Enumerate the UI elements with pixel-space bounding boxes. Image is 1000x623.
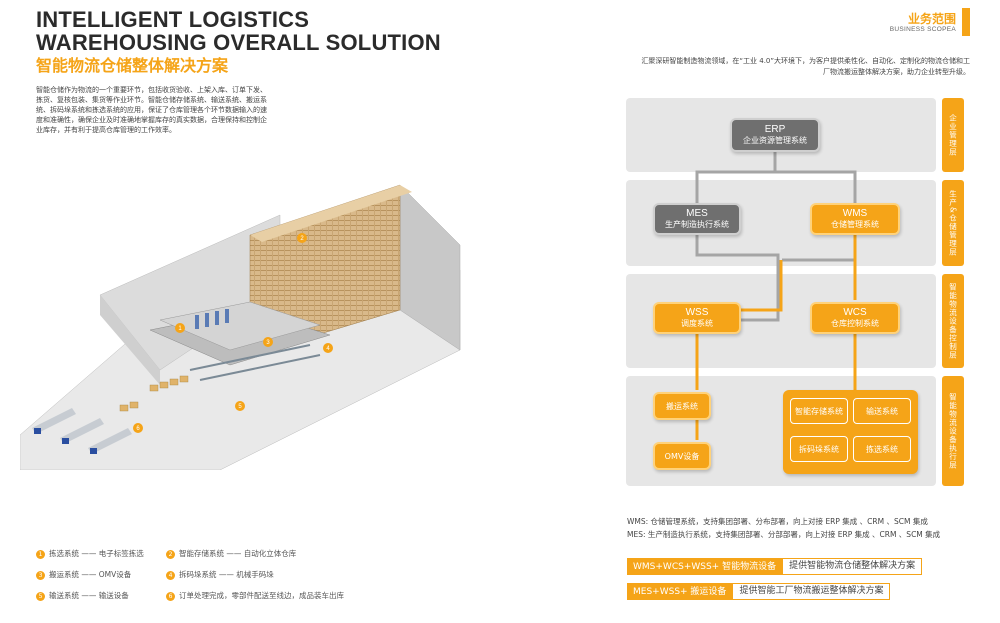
wcs-node: WCS 仓库控制系统 bbox=[810, 302, 900, 334]
legend-item-3: 3 搬运系统 —— OMV设备 bbox=[36, 569, 131, 580]
scope-description: 汇聚深研智能制造物流领域，在“工业 4.0”大环境下，为客户提供柔性化、自动化、… bbox=[641, 57, 970, 76]
erp-node: ERP 企业资源管理系统 bbox=[730, 118, 820, 152]
transport-system-node: 搬运系统 bbox=[653, 392, 711, 420]
conveyor-lines bbox=[189, 344, 321, 381]
trucks bbox=[32, 408, 132, 454]
legend-label: 拣选系统 —— 电子标签拣选 bbox=[49, 549, 144, 558]
warehouse-illustration: 2 1 3 4 5 6 bbox=[20, 184, 461, 470]
legend-item-6: 6 订单处理完成，零部件配送至线边，成品装车出库 bbox=[166, 590, 344, 601]
omv-device-label: OMV设备 bbox=[664, 451, 700, 461]
mes-node: MES 生产制造执行系统 bbox=[653, 203, 741, 235]
marker-6: 6 bbox=[136, 426, 140, 432]
formula-warehouse: WMS+WCS+WSS+ 智能物流设备 提供智能物流仓储整体解决方案 bbox=[627, 558, 923, 575]
pallet-stacks bbox=[119, 375, 189, 412]
intro-paragraph: 智能仓储作为物流的一个重要环节，包括收货验收、上架入库、订单下发、拣货、复核包装… bbox=[36, 86, 267, 134]
wcs-desc: 仓库控制系统 bbox=[831, 319, 879, 328]
layer-tab-enterprise: 企业管理层 bbox=[942, 98, 964, 172]
mes-name: MES bbox=[686, 208, 708, 219]
legend-number: 6 bbox=[166, 591, 175, 601]
wss-node: WSS 调度系统 bbox=[653, 302, 741, 334]
storage-system-label: 智能存储系统 bbox=[795, 406, 843, 416]
formula-factory-right: 提供智能工厂物流搬运整体解决方案 bbox=[732, 583, 891, 600]
warehouse-left-wall bbox=[100, 295, 160, 385]
wss-name: WSS bbox=[685, 307, 709, 318]
storage-system-node: 智能存储系统 bbox=[790, 398, 848, 424]
layer-tab-production: 生产&仓储管理层 bbox=[942, 180, 964, 266]
shelving-units bbox=[195, 309, 229, 329]
legend-label: 输送系统 —— 输送设备 bbox=[49, 591, 129, 600]
marker-3: 3 bbox=[266, 340, 270, 346]
formula-warehouse-left: WMS+WCS+WSS+ 智能物流设备 bbox=[627, 558, 783, 575]
formula-factory-left: MES+WSS+ 搬运设备 bbox=[627, 583, 733, 600]
palletizing-system-node: 拆码垛系统 bbox=[790, 436, 848, 462]
conveyor-system-node: 输送系统 bbox=[853, 398, 911, 424]
wms-name: WMS bbox=[842, 208, 868, 219]
mezzanine-top bbox=[159, 301, 321, 351]
definition-mes: MES: 生产制造执行系统，支持集团部署、分部部署，向上对接 ERP 集成 、C… bbox=[627, 530, 941, 539]
erp-name: ERP bbox=[764, 124, 786, 135]
wms-node: WMS 仓储管理系统 bbox=[810, 203, 900, 235]
transport-system-label: 搬运系统 bbox=[666, 401, 698, 411]
legend-label: 搬运系统 —— OMV设备 bbox=[49, 570, 132, 579]
mes-desc: 生产制造执行系统 bbox=[665, 220, 729, 229]
legend-number: 5 bbox=[36, 591, 45, 601]
legend-number: 3 bbox=[36, 570, 45, 580]
legend-label: 智能存储系统 —— 自动化立体仓库 bbox=[179, 549, 297, 558]
conveyor-system-label: 输送系统 bbox=[866, 406, 898, 416]
layer-tab-control: 智能物流设备控制层 bbox=[942, 274, 964, 368]
picking-system-label: 拣选系统 bbox=[866, 444, 898, 454]
legend-label: 订单处理完成，零部件配送至线边，成品装车出库 bbox=[179, 591, 344, 600]
formula-warehouse-right: 提供智能物流仓储整体解决方案 bbox=[782, 558, 923, 575]
wms-desc: 仓储管理系统 bbox=[831, 220, 879, 229]
title-chinese: 智能物流仓储整体解决方案 bbox=[36, 56, 229, 75]
legend-label: 拆码垛系统 —— 机械手码垛 bbox=[179, 570, 274, 579]
title-english-line2: WAREHOUSING OVERALL SOLUTION bbox=[36, 30, 441, 55]
area-markers: 2 1 3 4 5 6 bbox=[133, 233, 333, 433]
omv-device-node: OMV设备 bbox=[653, 442, 711, 470]
marker-5: 5 bbox=[238, 404, 242, 410]
title-english: INTELLIGENT LOGISTICS WAREHOUSING OVERAL… bbox=[36, 8, 441, 54]
marker-1: 1 bbox=[178, 326, 182, 332]
palletizing-system-label: 拆码垛系统 bbox=[799, 444, 839, 454]
legend-number: 4 bbox=[166, 570, 175, 580]
legend-number: 1 bbox=[36, 549, 45, 559]
legend-number: 2 bbox=[166, 549, 175, 559]
scope-title: 业务范围 bbox=[907, 12, 956, 26]
definition-wms: WMS: 仓储管理系统，支持集团部署、分布部署，向上对接 ERP 集成 、CRM… bbox=[627, 517, 928, 526]
rack-top bbox=[250, 185, 412, 242]
scope-subtitle: BUSINESS SCOPEA bbox=[889, 26, 956, 33]
scope-accent-bar bbox=[962, 8, 970, 36]
picking-system-node: 拣选系统 bbox=[853, 436, 911, 462]
marker-2: 2 bbox=[300, 236, 304, 242]
legend-item-5: 5 输送系统 —— 输送设备 bbox=[36, 590, 129, 601]
legend-item-2: 2 智能存储系统 —— 自动化立体仓库 bbox=[166, 548, 296, 559]
marker-4: 4 bbox=[326, 346, 330, 352]
definitions: WMS: 仓储管理系统，支持集团部署、分布部署，向上对接 ERP 集成 、CRM… bbox=[627, 515, 940, 541]
equipment-group: 智能存储系统 输送系统 拆码垛系统 拣选系统 bbox=[783, 390, 918, 474]
erp-desc: 企业资源管理系统 bbox=[743, 136, 807, 145]
legend-item-1: 1 拣选系统 —— 电子标签拣选 bbox=[36, 548, 144, 559]
legend-item-4: 4 拆码垛系统 —— 机械手码垛 bbox=[166, 569, 274, 580]
formula-factory: MES+WSS+ 搬运设备 提供智能工厂物流搬运整体解决方案 bbox=[627, 583, 891, 600]
layer-tab-execution: 智能物流设备执行层 bbox=[942, 376, 964, 486]
title-english-line1: INTELLIGENT LOGISTICS bbox=[36, 7, 310, 32]
wcs-name: WCS bbox=[843, 307, 867, 318]
wss-desc: 调度系统 bbox=[681, 319, 713, 328]
